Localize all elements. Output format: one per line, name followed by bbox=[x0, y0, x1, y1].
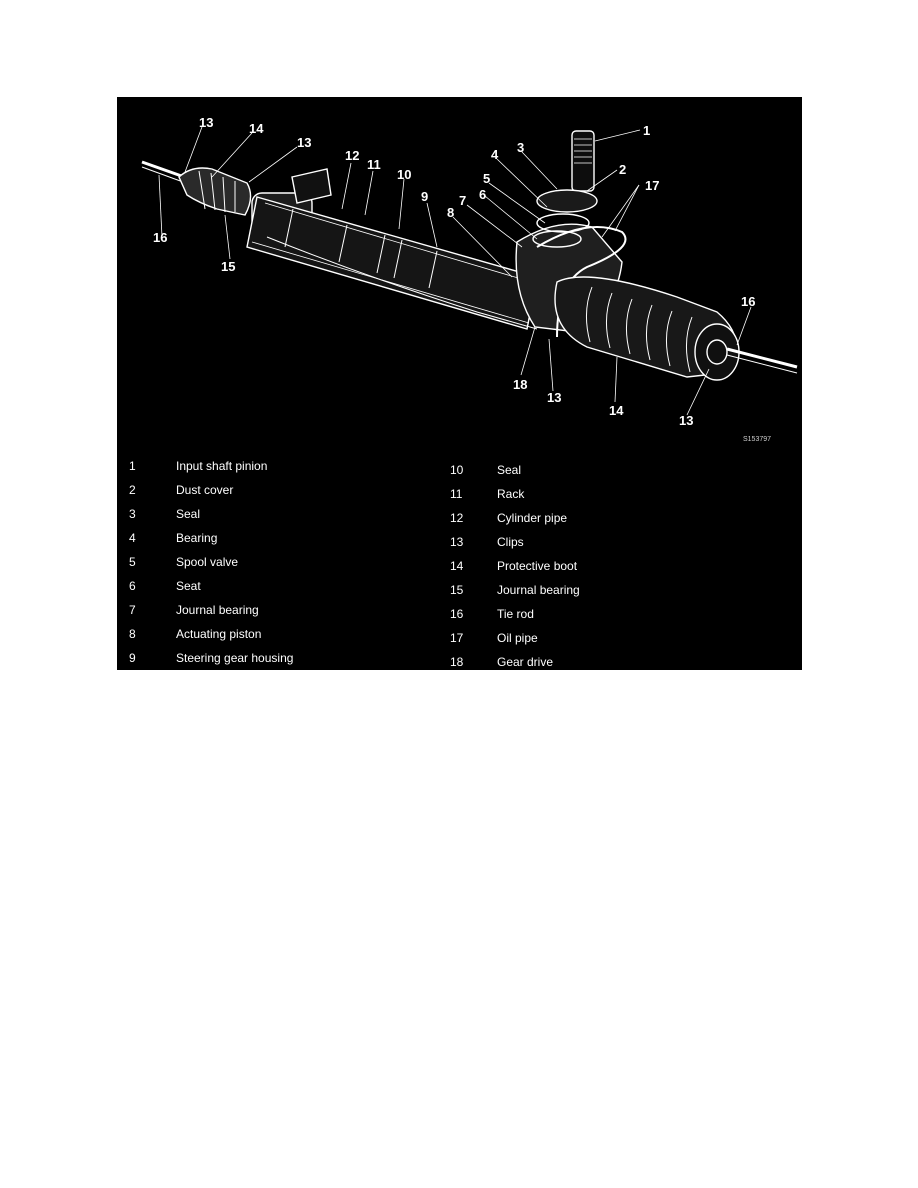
callout-17: 17 bbox=[645, 178, 659, 193]
legend-text: Seal bbox=[497, 463, 522, 477]
legend-num: 14 bbox=[450, 559, 464, 573]
legend-num: 8 bbox=[129, 627, 136, 641]
legend-num: 18 bbox=[450, 655, 464, 669]
callout-3: 3 bbox=[517, 140, 524, 155]
callout-13-right-end: 13 bbox=[679, 413, 693, 428]
legend-num: 12 bbox=[450, 511, 464, 525]
legend-num: 2 bbox=[129, 483, 136, 497]
steering-gear-figure: 13 14 13 12 11 10 9 8 7 6 5 4 3 1 2 17 1… bbox=[117, 97, 802, 670]
legend-num: 3 bbox=[129, 507, 136, 521]
legend-text: Rack bbox=[497, 487, 525, 501]
callout-13-right-clip: 13 bbox=[547, 390, 561, 405]
legend-num: 6 bbox=[129, 579, 136, 593]
callout-1: 1 bbox=[643, 123, 650, 138]
legend-num: 1 bbox=[129, 459, 136, 473]
legend-text: Bearing bbox=[176, 531, 218, 545]
legend-num: 11 bbox=[450, 487, 463, 501]
callout-14-right: 14 bbox=[609, 403, 624, 418]
legend-text: Actuating piston bbox=[176, 627, 262, 641]
callout-14-left: 14 bbox=[249, 121, 264, 136]
legend-text: Tie rod bbox=[497, 607, 534, 621]
legend-num: 5 bbox=[129, 555, 136, 569]
callout-7: 7 bbox=[459, 193, 466, 208]
legend-text: Input shaft pinion bbox=[176, 459, 268, 473]
legend-text: Seal bbox=[176, 507, 201, 521]
legend-num: 7 bbox=[129, 603, 136, 617]
legend-text: Journal bearing bbox=[176, 603, 259, 617]
callout-16-right: 16 bbox=[741, 294, 755, 309]
steering-rack-illustration bbox=[141, 130, 798, 381]
callout-6: 6 bbox=[479, 187, 486, 202]
legend-num: 4 bbox=[129, 531, 136, 545]
callout-10: 10 bbox=[397, 167, 411, 182]
callout-8: 8 bbox=[447, 205, 454, 220]
legend-text: Journal bearing bbox=[497, 583, 580, 597]
steering-gear-drawing: 13 14 13 12 11 10 9 8 7 6 5 4 3 1 2 17 1… bbox=[141, 115, 798, 443]
leader-lines bbox=[158, 126, 752, 416]
callout-9: 9 bbox=[421, 189, 428, 204]
legend-text: Steering gear housing bbox=[176, 651, 294, 665]
callout-4: 4 bbox=[491, 147, 499, 162]
legend-text: Spool valve bbox=[176, 555, 239, 569]
callout-16-left: 16 bbox=[153, 230, 167, 245]
legend-text: Dust cover bbox=[176, 483, 234, 497]
legend-text: Oil pipe bbox=[497, 631, 538, 645]
legend-num: 16 bbox=[450, 607, 464, 621]
callout-11: 11 bbox=[367, 157, 381, 172]
figure-code: S153797 bbox=[743, 436, 771, 443]
callout-15: 15 bbox=[221, 259, 235, 274]
callout-labels: 13 14 13 12 11 10 9 8 7 6 5 4 3 1 2 17 1… bbox=[153, 115, 755, 428]
legend-num: 17 bbox=[450, 631, 464, 645]
legend-text: Gear drive bbox=[497, 655, 554, 669]
legend-text: Protective boot bbox=[497, 559, 578, 573]
callout-2: 2 bbox=[619, 162, 626, 177]
callout-13-left-top: 13 bbox=[199, 115, 213, 130]
legend-num: 13 bbox=[450, 535, 464, 549]
legend-num: 15 bbox=[450, 583, 464, 597]
legend-num: 9 bbox=[129, 651, 136, 665]
legend-text: Clips bbox=[497, 535, 524, 549]
legend-num: 10 bbox=[450, 463, 464, 477]
callout-18: 18 bbox=[513, 377, 527, 392]
callout-13-left-clip: 13 bbox=[297, 135, 311, 150]
callout-12: 12 bbox=[345, 148, 359, 163]
legend-text: Cylinder pipe bbox=[497, 511, 568, 525]
callout-5: 5 bbox=[483, 171, 490, 186]
legend-text: Seat bbox=[176, 579, 201, 593]
